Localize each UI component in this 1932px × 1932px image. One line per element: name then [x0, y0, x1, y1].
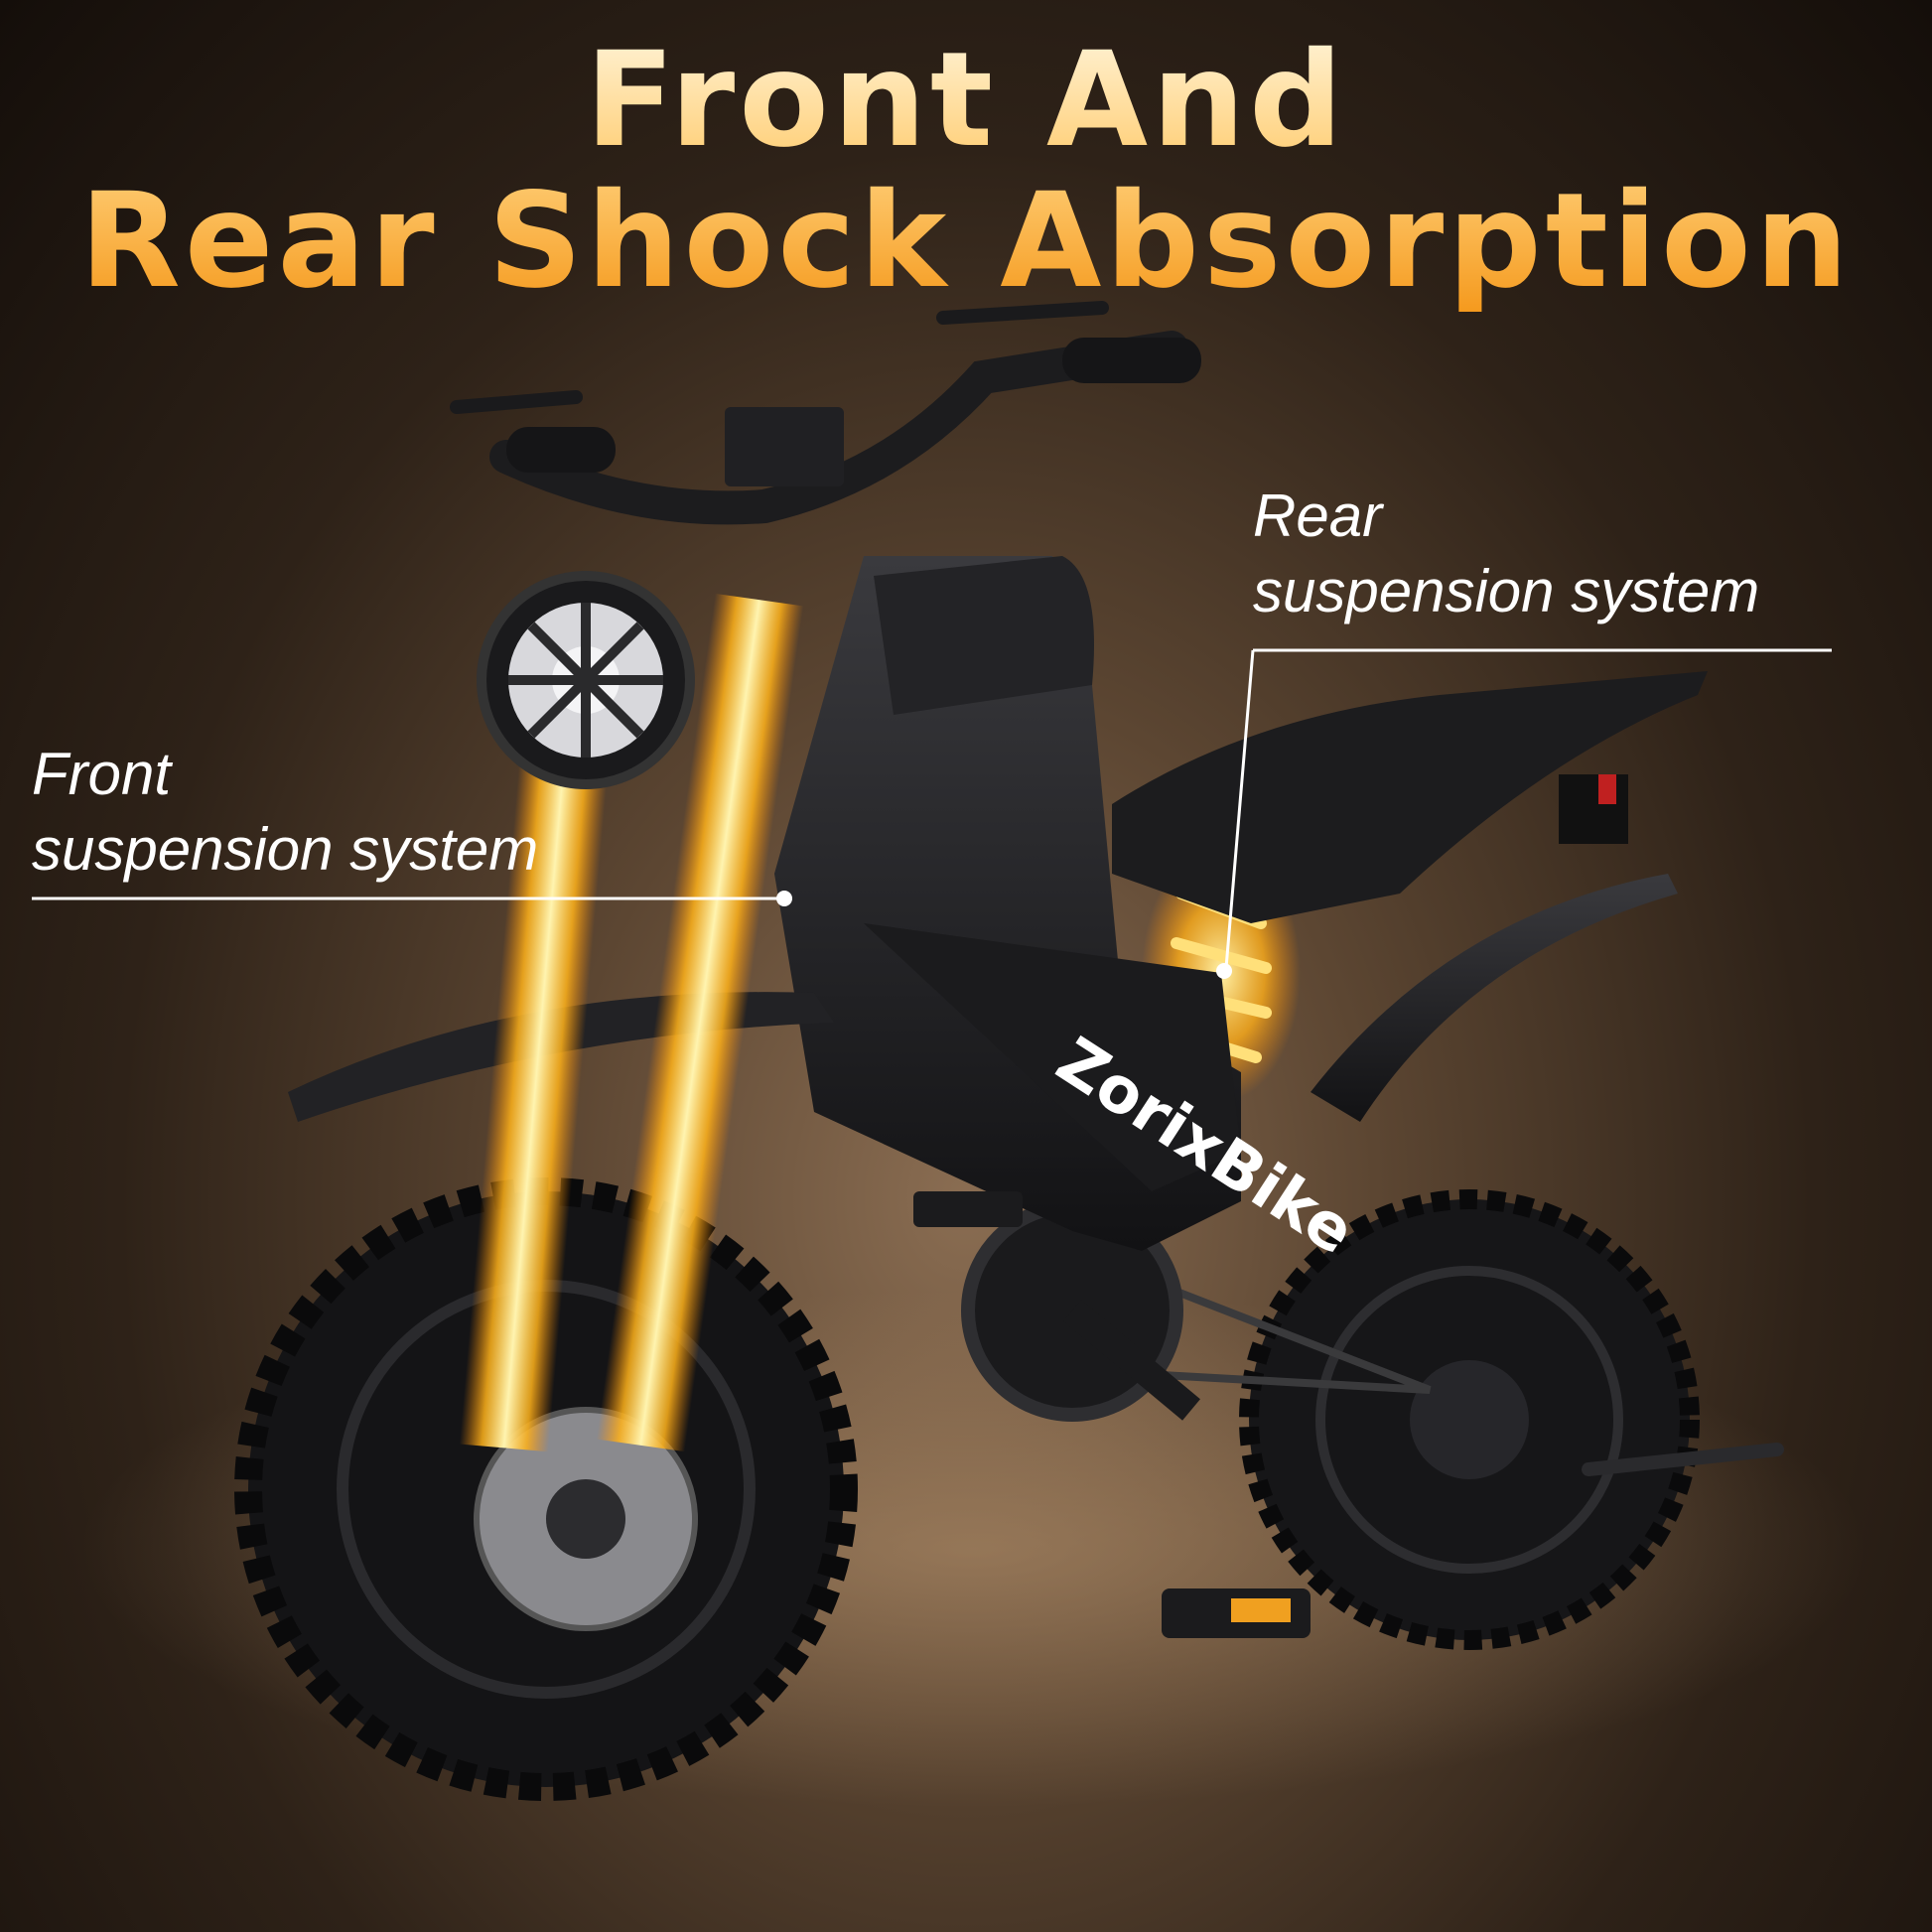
- grip-left: [506, 427, 616, 473]
- display: [725, 407, 844, 486]
- rear-wheel: [1239, 1189, 1700, 1650]
- front-fork-right-glow: [596, 593, 804, 1452]
- kickstand: [1582, 1443, 1784, 1476]
- front-callout-line-2: suspension system: [32, 816, 539, 883]
- handlebar: [489, 331, 1188, 525]
- page-title: Front And Rear Shock Absorption: [0, 30, 1932, 312]
- rear-suspension-callout: Rear suspension system: [1253, 479, 1759, 629]
- pedal-left: [913, 1191, 1023, 1227]
- rear-fender: [1311, 874, 1678, 1122]
- seat: [1112, 671, 1708, 923]
- headlight-icon: [477, 571, 695, 789]
- pedal-reflector-icon: [1231, 1598, 1291, 1622]
- front-suspension-callout: Front suspension system: [32, 737, 538, 888]
- title-line-2: Rear Shock Absorption: [79, 165, 1853, 318]
- callout-line-rear: [1216, 648, 1832, 979]
- brake-levers: [450, 301, 1109, 414]
- callout-line-front: [32, 891, 792, 906]
- rear-callout-line-1: Rear: [1253, 483, 1383, 549]
- battery-pack: [864, 923, 1241, 1191]
- front-fork-left-glow: [459, 593, 623, 1452]
- rear-callout-line-2: suspension system: [1253, 558, 1760, 624]
- grip-right: [1062, 338, 1201, 383]
- tail-light-red: [1598, 774, 1616, 804]
- title-line-1: Front And: [585, 24, 1347, 177]
- front-callout-line-1: Front: [32, 741, 172, 807]
- tank: [874, 556, 1094, 715]
- crank-arm: [1063, 1300, 1200, 1421]
- tail-light: [1559, 774, 1628, 844]
